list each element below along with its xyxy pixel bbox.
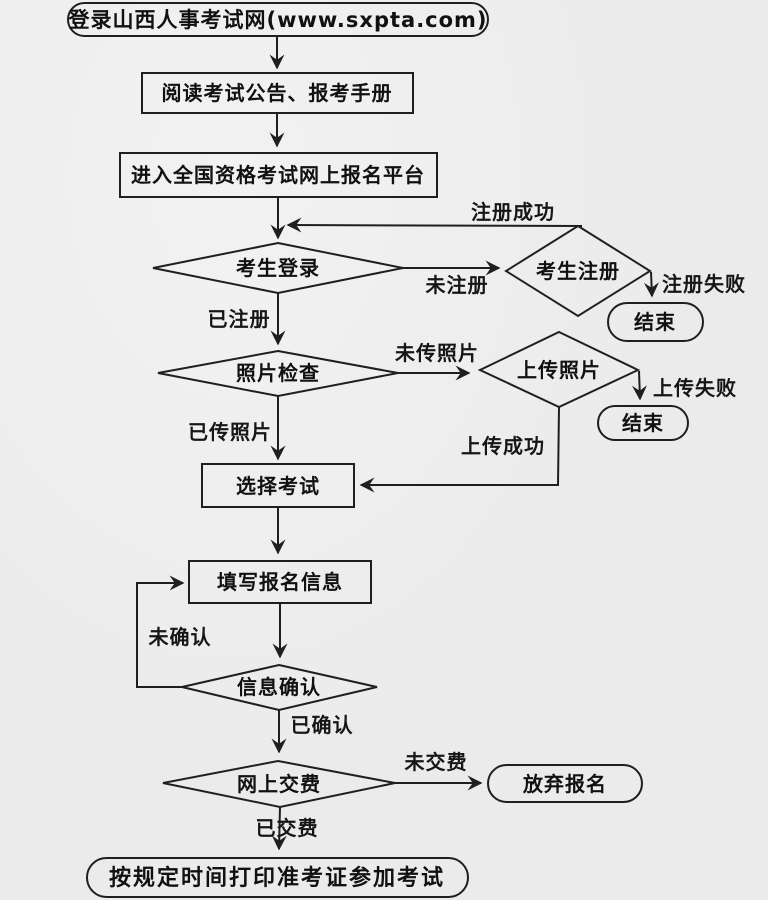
fill-info-label: 填写报名信息: [217, 570, 343, 594]
edge-not-confirmed-loop: [136, 575, 185, 688]
end-after-upload-fail-shape: [597, 405, 689, 441]
node-enter-platform: 进入全国资格考试网上报名平台: [119, 152, 438, 198]
candidate-register-shape: [504, 224, 652, 318]
read-notice-label: 阅读考试公告、报考手册: [162, 81, 393, 105]
edge-label-photo-not-uploaded: 未传照片: [395, 341, 479, 365]
edge-label-photo-uploaded: 已传照片: [188, 420, 272, 444]
upload-photo-shape: [477, 330, 641, 409]
node-candidate-register: 考生注册: [504, 224, 652, 318]
node-fill-info: 填写报名信息: [188, 560, 372, 604]
online-payment-shape: [162, 759, 396, 809]
photo-check-shape: [157, 349, 399, 398]
edge-label-upload-fail: 上传失败: [653, 376, 737, 400]
edge-register-success-feedback: [286, 217, 583, 233]
edge-upload-success-to-select-exam: [359, 406, 560, 493]
fill-info-shape: [188, 560, 372, 604]
node-upload-photo: 上传照片: [477, 330, 641, 409]
node-end-after-upload-fail: 结束: [597, 405, 689, 441]
final-terminal-label: 按规定时间打印准考证参加考试: [109, 865, 445, 891]
edge-label-not-paid: 未交费: [405, 750, 468, 774]
node-photo-check: 照片检查: [157, 349, 399, 398]
candidate-login-shape: [152, 241, 404, 295]
edge-label-not-registered: 未注册: [426, 273, 489, 297]
candidate-register-label: 考生注册: [536, 259, 620, 283]
edge-upload-fail-to-end: [632, 370, 648, 401]
start-terminal-label: 登录山西人事考试网(www.sxpta.com): [67, 8, 487, 32]
photo-check-label: 照片检查: [236, 361, 320, 385]
final-terminal-shape: [86, 857, 469, 898]
node-info-confirm: 信息确认: [181, 663, 378, 712]
upload-photo-label: 上传照片: [517, 358, 601, 382]
node-abandon: 放弃报名: [487, 764, 643, 803]
candidate-login-label: 考生登录: [236, 256, 320, 280]
edge-register-fail-to-end: [643, 271, 659, 298]
end-after-upload-fail-label: 结束: [622, 411, 664, 435]
node-online-payment: 网上交费: [162, 759, 396, 809]
info-confirm-label: 信息确认: [237, 675, 321, 699]
read-notice-shape: [141, 72, 414, 114]
node-candidate-login: 考生登录: [152, 241, 404, 295]
enter-platform-shape: [119, 152, 438, 198]
select-exam-label: 选择考试: [236, 474, 320, 498]
edge-label-upload-success: 上传成功: [461, 434, 545, 458]
info-confirm-shape: [181, 663, 378, 712]
online-payment-label: 网上交费: [237, 772, 321, 796]
edge-label-register-success: 注册成功: [471, 200, 555, 224]
edge-label-register-fail: 注册失败: [662, 272, 746, 296]
node-final-terminal: 按规定时间打印准考证参加考试: [86, 857, 469, 898]
enter-platform-label: 进入全国资格考试网上报名平台: [131, 163, 425, 187]
edge-label-not-confirmed: 未确认: [149, 625, 212, 649]
abandon-shape: [487, 764, 643, 803]
end-after-register-fail-label: 结束: [634, 310, 676, 334]
node-start-terminal: 登录山西人事考试网(www.sxpta.com): [67, 2, 489, 37]
node-select-exam: 选择考试: [201, 463, 355, 508]
edge-label-paid: 已交费: [256, 816, 319, 840]
node-end-after-register-fail: 结束: [607, 302, 704, 342]
edge-label-registered: 已注册: [208, 307, 271, 331]
end-after-register-fail-shape: [607, 302, 704, 342]
edge-payment-to-final: [271, 806, 287, 851]
abandon-label: 放弃报名: [522, 772, 607, 796]
node-read-notice: 阅读考试公告、报考手册: [141, 72, 414, 114]
edge-label-confirmed: 已确认: [291, 713, 354, 737]
start-terminal-shape: [67, 2, 489, 37]
select-exam-shape: [201, 463, 355, 508]
